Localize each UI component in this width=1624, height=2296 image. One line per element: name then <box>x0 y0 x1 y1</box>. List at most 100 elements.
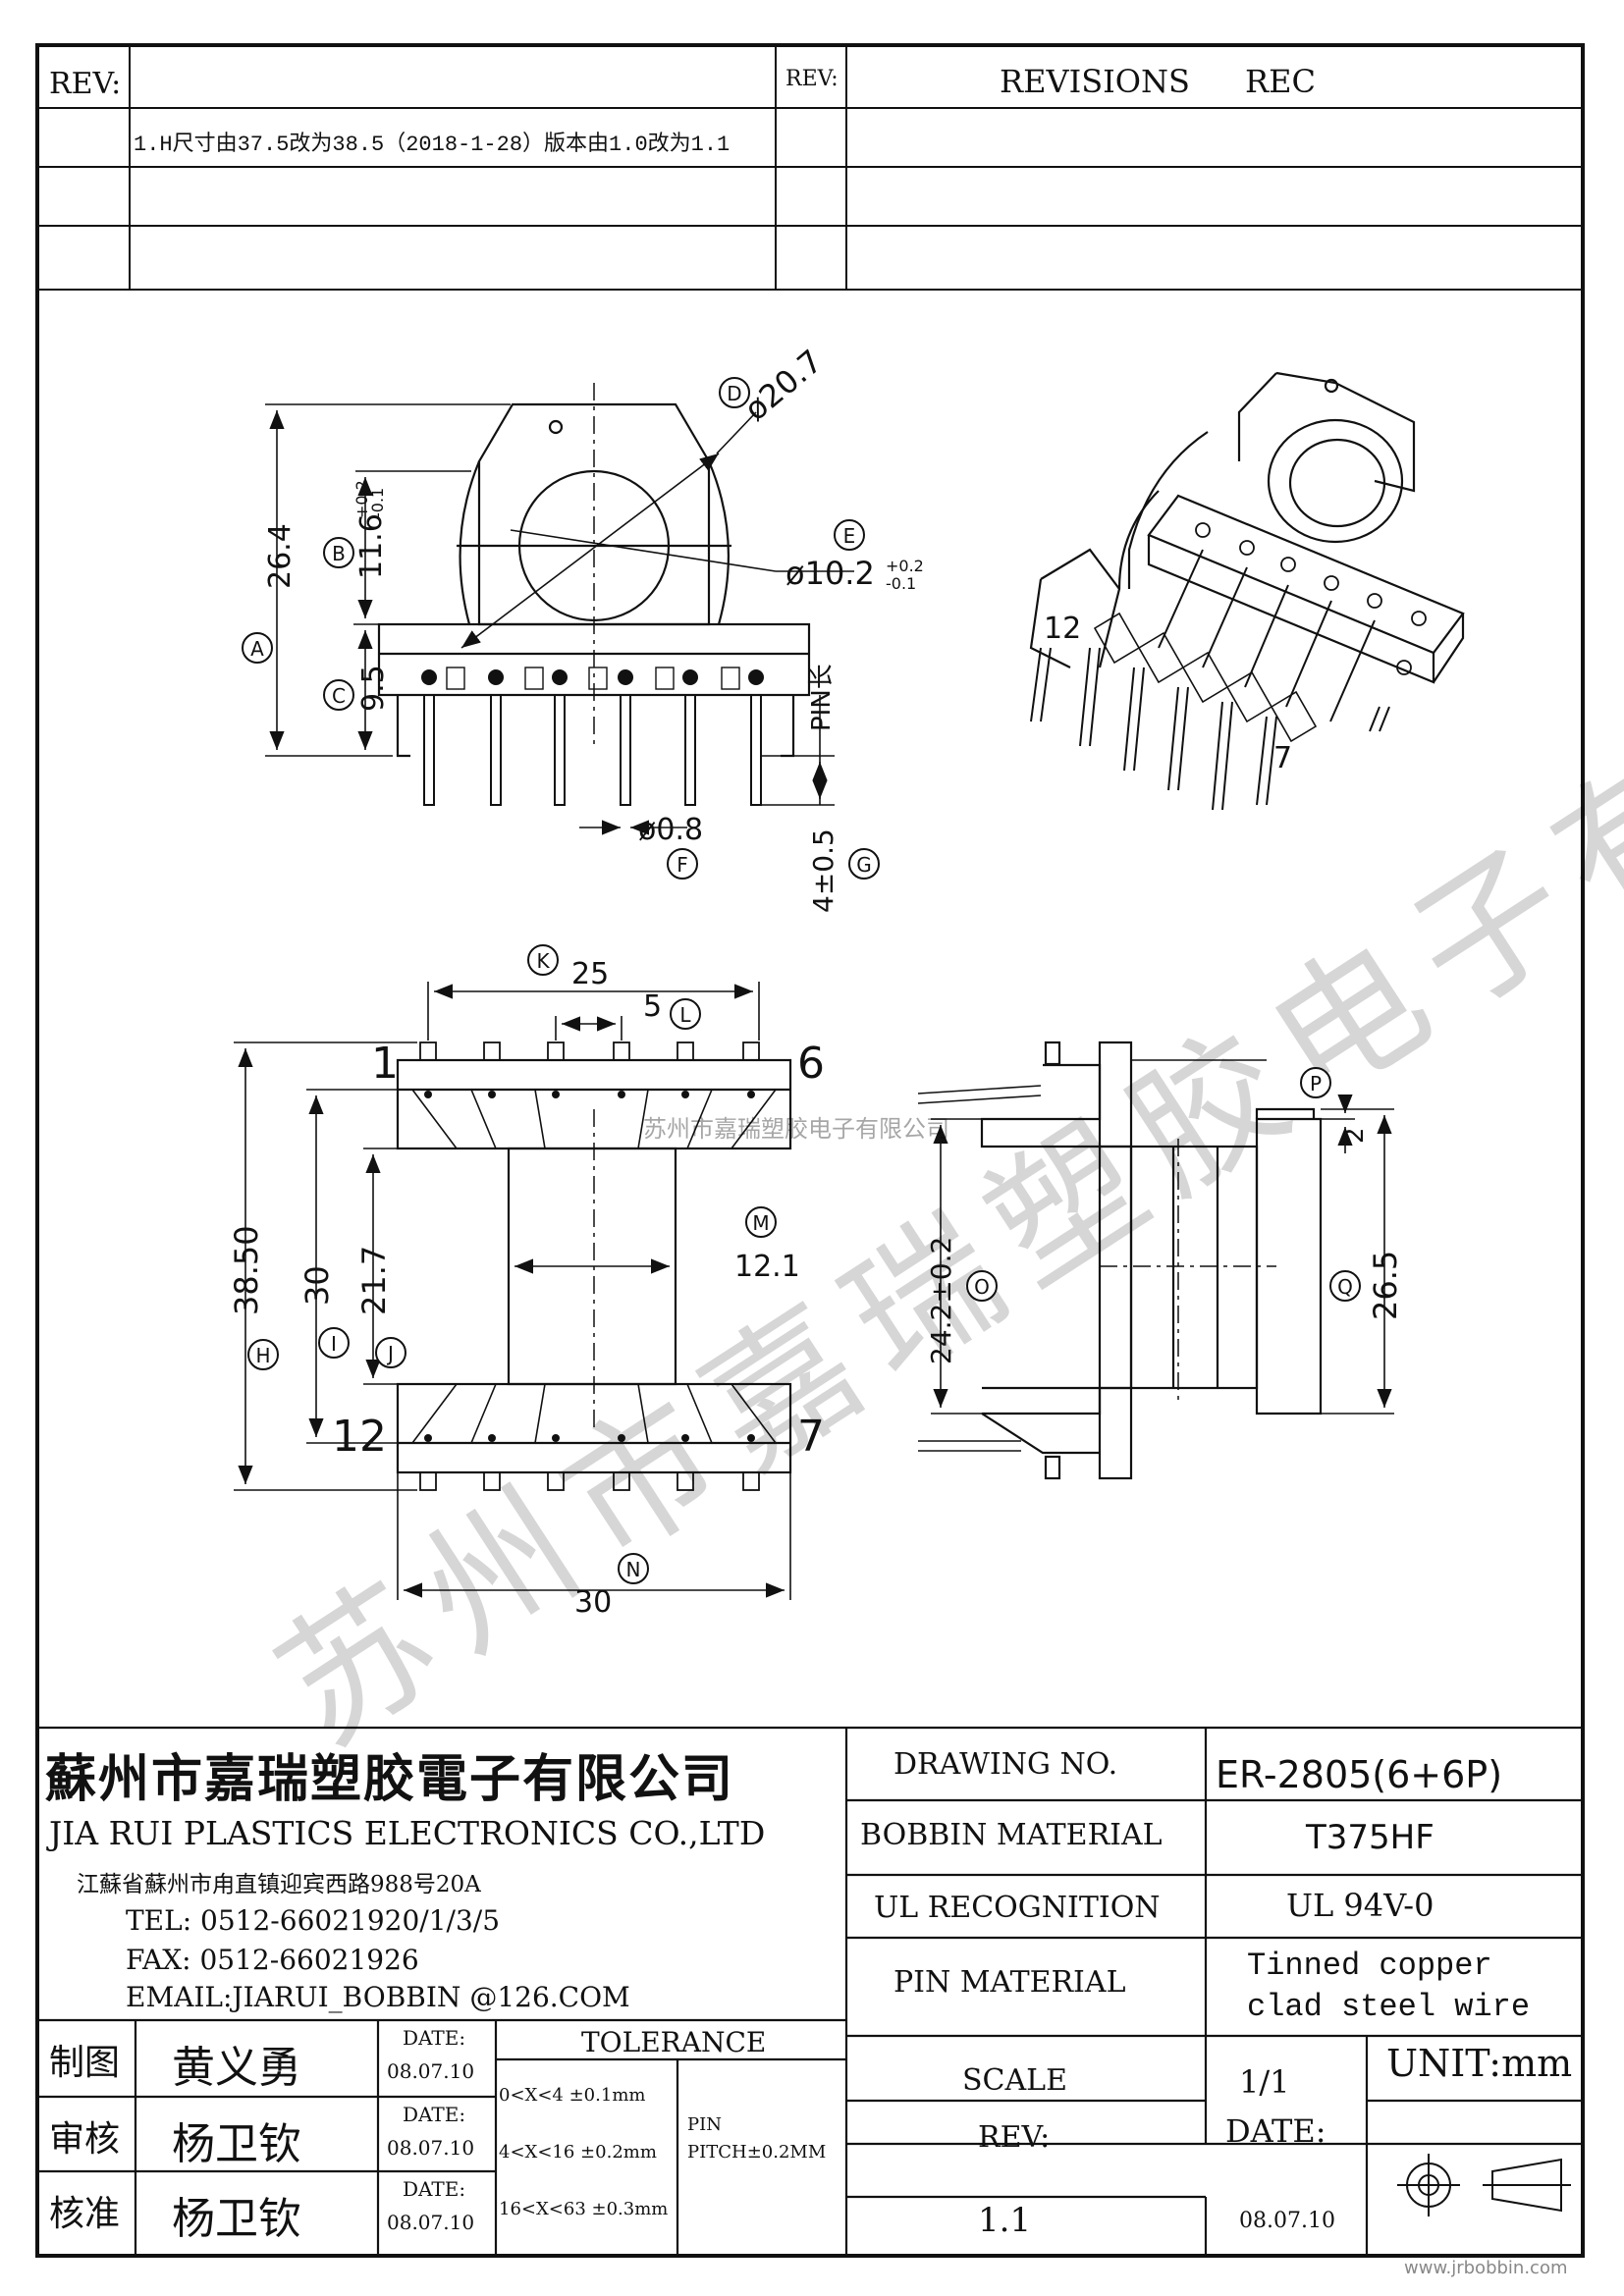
revisions-header: REVISIONS <box>1000 63 1190 100</box>
company-name-en: JIA RUI PLASTICS ELECTRONICS CO.,LTD <box>49 1814 766 1852</box>
dim-B: 11.6 <box>354 513 389 579</box>
callout-E: E <box>834 519 865 551</box>
date-label: DATE: <box>1225 2112 1326 2150</box>
rev-label-right: REV: <box>785 67 839 91</box>
svg-text:C: C <box>332 684 346 708</box>
dim-F: ø0.8 <box>638 813 703 847</box>
svg-text:I: I <box>331 1332 337 1356</box>
callout-F: F <box>667 848 698 880</box>
tolerance-row-2: 4<X<16 ±0.2mm <box>499 2142 657 2163</box>
date-value: 08.07.10 <box>1239 2209 1335 2233</box>
company-email: EMAIL:JIARUI_BOBBIN @126.COM <box>126 1981 630 2013</box>
dim-E: ø10.2 <box>785 555 875 592</box>
drawn-by: 黄义勇 <box>172 2043 301 2093</box>
bottom-view <box>234 982 792 1600</box>
scale-label: SCALE <box>962 2063 1067 2098</box>
dim-O: 24.2±0.2 <box>925 1237 957 1364</box>
company-tel: TEL: 0512-66021920/1/3/5 <box>126 1904 501 1937</box>
side-view-labels: 24.2±0.2 2 26.5 <box>925 1127 1404 1364</box>
callouts: A B C D E F G K L M H I J N O P Q <box>242 377 1361 1584</box>
tolerance-row-3: 16<X<63 ±0.3mm <box>499 2199 669 2219</box>
callout-Q: Q <box>1329 1270 1361 1302</box>
pin-pitch-value: PITCH±0.2MM <box>687 2142 827 2163</box>
drawing-frame <box>35 43 1585 2258</box>
pin-label-7: 7 <box>797 1412 825 1462</box>
checked-date-label: DATE: <box>403 2103 466 2126</box>
svg-text:M: M <box>752 1211 769 1235</box>
side-view <box>917 1041 1394 1480</box>
ul-recognition-label: UL RECOGNITION <box>874 1891 1161 1925</box>
dim-E-tol-plus: +0.2 <box>886 557 924 575</box>
dim-J: 21.7 <box>355 1246 393 1315</box>
callout-D: D <box>719 377 750 408</box>
dim-B-tol-plus: +0.2 <box>352 480 371 518</box>
svg-text:B: B <box>332 542 346 565</box>
company-fax: FAX: 0512-66021926 <box>126 1944 419 1976</box>
dim-C: 9.5 <box>356 665 391 712</box>
svg-text:J: J <box>386 1342 394 1365</box>
projection-symbol-icon <box>1397 2154 1571 2216</box>
scale-value: 1/1 <box>1239 2063 1290 2101</box>
drawn-date-label: DATE: <box>403 2026 466 2050</box>
dim-H: 38.50 <box>228 1225 265 1315</box>
callout-I: I <box>318 1327 350 1359</box>
ul-recognition-value: UL 94V-0 <box>1286 1887 1435 1924</box>
dim-G: 4±0.5 <box>807 828 839 913</box>
iso-pin-7: 7 <box>1273 741 1292 775</box>
callout-J: J <box>375 1337 406 1368</box>
drawn-date: 08.07.10 <box>387 2059 475 2083</box>
dim-Q: 26.5 <box>1367 1251 1404 1320</box>
dim-I: 30 <box>298 1265 336 1306</box>
iso-pin-12: 12 <box>1044 612 1081 646</box>
callout-G: G <box>848 848 880 880</box>
svg-text:P: P <box>1310 1072 1322 1095</box>
svg-text:L: L <box>679 1003 691 1027</box>
approved-by: 杨卫钦 <box>172 2194 301 2244</box>
callout-L: L <box>670 998 701 1030</box>
checked-date: 08.07.10 <box>387 2136 475 2160</box>
pin-material-label: PIN MATERIAL <box>893 1965 1126 2000</box>
approved-date: 08.07.10 <box>387 2211 475 2234</box>
company-address: 江蘇省蘇州市甪直镇迎宾西路988号20A <box>77 1872 481 1897</box>
pin-material-value-1: Tinned copper <box>1247 1948 1492 1984</box>
drawing-no-value: ER-2805(6+6P) <box>1216 1753 1503 1796</box>
rev-label-left: REV: <box>49 67 122 101</box>
callout-K: K <box>527 944 559 976</box>
drawing-no-label: DRAWING NO. <box>893 1747 1118 1782</box>
isometric-view <box>1029 371 1465 811</box>
svg-text:D: D <box>727 382 741 405</box>
pin-label-6: 6 <box>797 1039 825 1089</box>
footer-url: www.jrbobbin.com <box>1404 2258 1568 2278</box>
checked-by: 杨卫钦 <box>172 2119 301 2169</box>
front-view <box>265 383 854 835</box>
callout-H: H <box>247 1339 279 1370</box>
drawn-label: 制图 <box>49 2043 121 2083</box>
callout-A: A <box>242 632 273 664</box>
watermark-small: 苏州市嘉瑞塑胶电子有限公司 <box>643 1115 949 1143</box>
callout-C: C <box>323 679 354 711</box>
pin-pitch-label: PIN <box>687 2114 722 2135</box>
dim-E-tol-minus: -0.1 <box>886 574 916 593</box>
svg-text:E: E <box>843 524 856 548</box>
svg-text:A: A <box>250 637 264 661</box>
dim-L: 5 <box>643 989 662 1024</box>
callout-O: O <box>966 1270 998 1302</box>
svg-text:H: H <box>255 1344 270 1367</box>
svg-text:N: N <box>626 1558 641 1581</box>
svg-text:O: O <box>974 1275 990 1299</box>
dim-K: 25 <box>571 957 609 991</box>
callout-P: P <box>1300 1067 1331 1098</box>
callout-B: B <box>323 537 354 568</box>
dim-M: 12.1 <box>734 1250 800 1284</box>
rec-header: REC <box>1245 63 1316 100</box>
dim-A: 26.4 <box>263 523 298 589</box>
callout-M: M <box>745 1206 777 1238</box>
svg-text:Q: Q <box>1337 1275 1353 1299</box>
callout-N: N <box>618 1553 649 1584</box>
pin-label-1: 1 <box>371 1039 399 1089</box>
dim-B-tol-minus: -0.1 <box>368 488 387 518</box>
bobbin-material-label: BOBBIN MATERIAL <box>860 1818 1163 1852</box>
tolerance-row-1: 0<X<4 ±0.1mm <box>499 2085 646 2106</box>
rev-label: REV: <box>978 2120 1051 2155</box>
